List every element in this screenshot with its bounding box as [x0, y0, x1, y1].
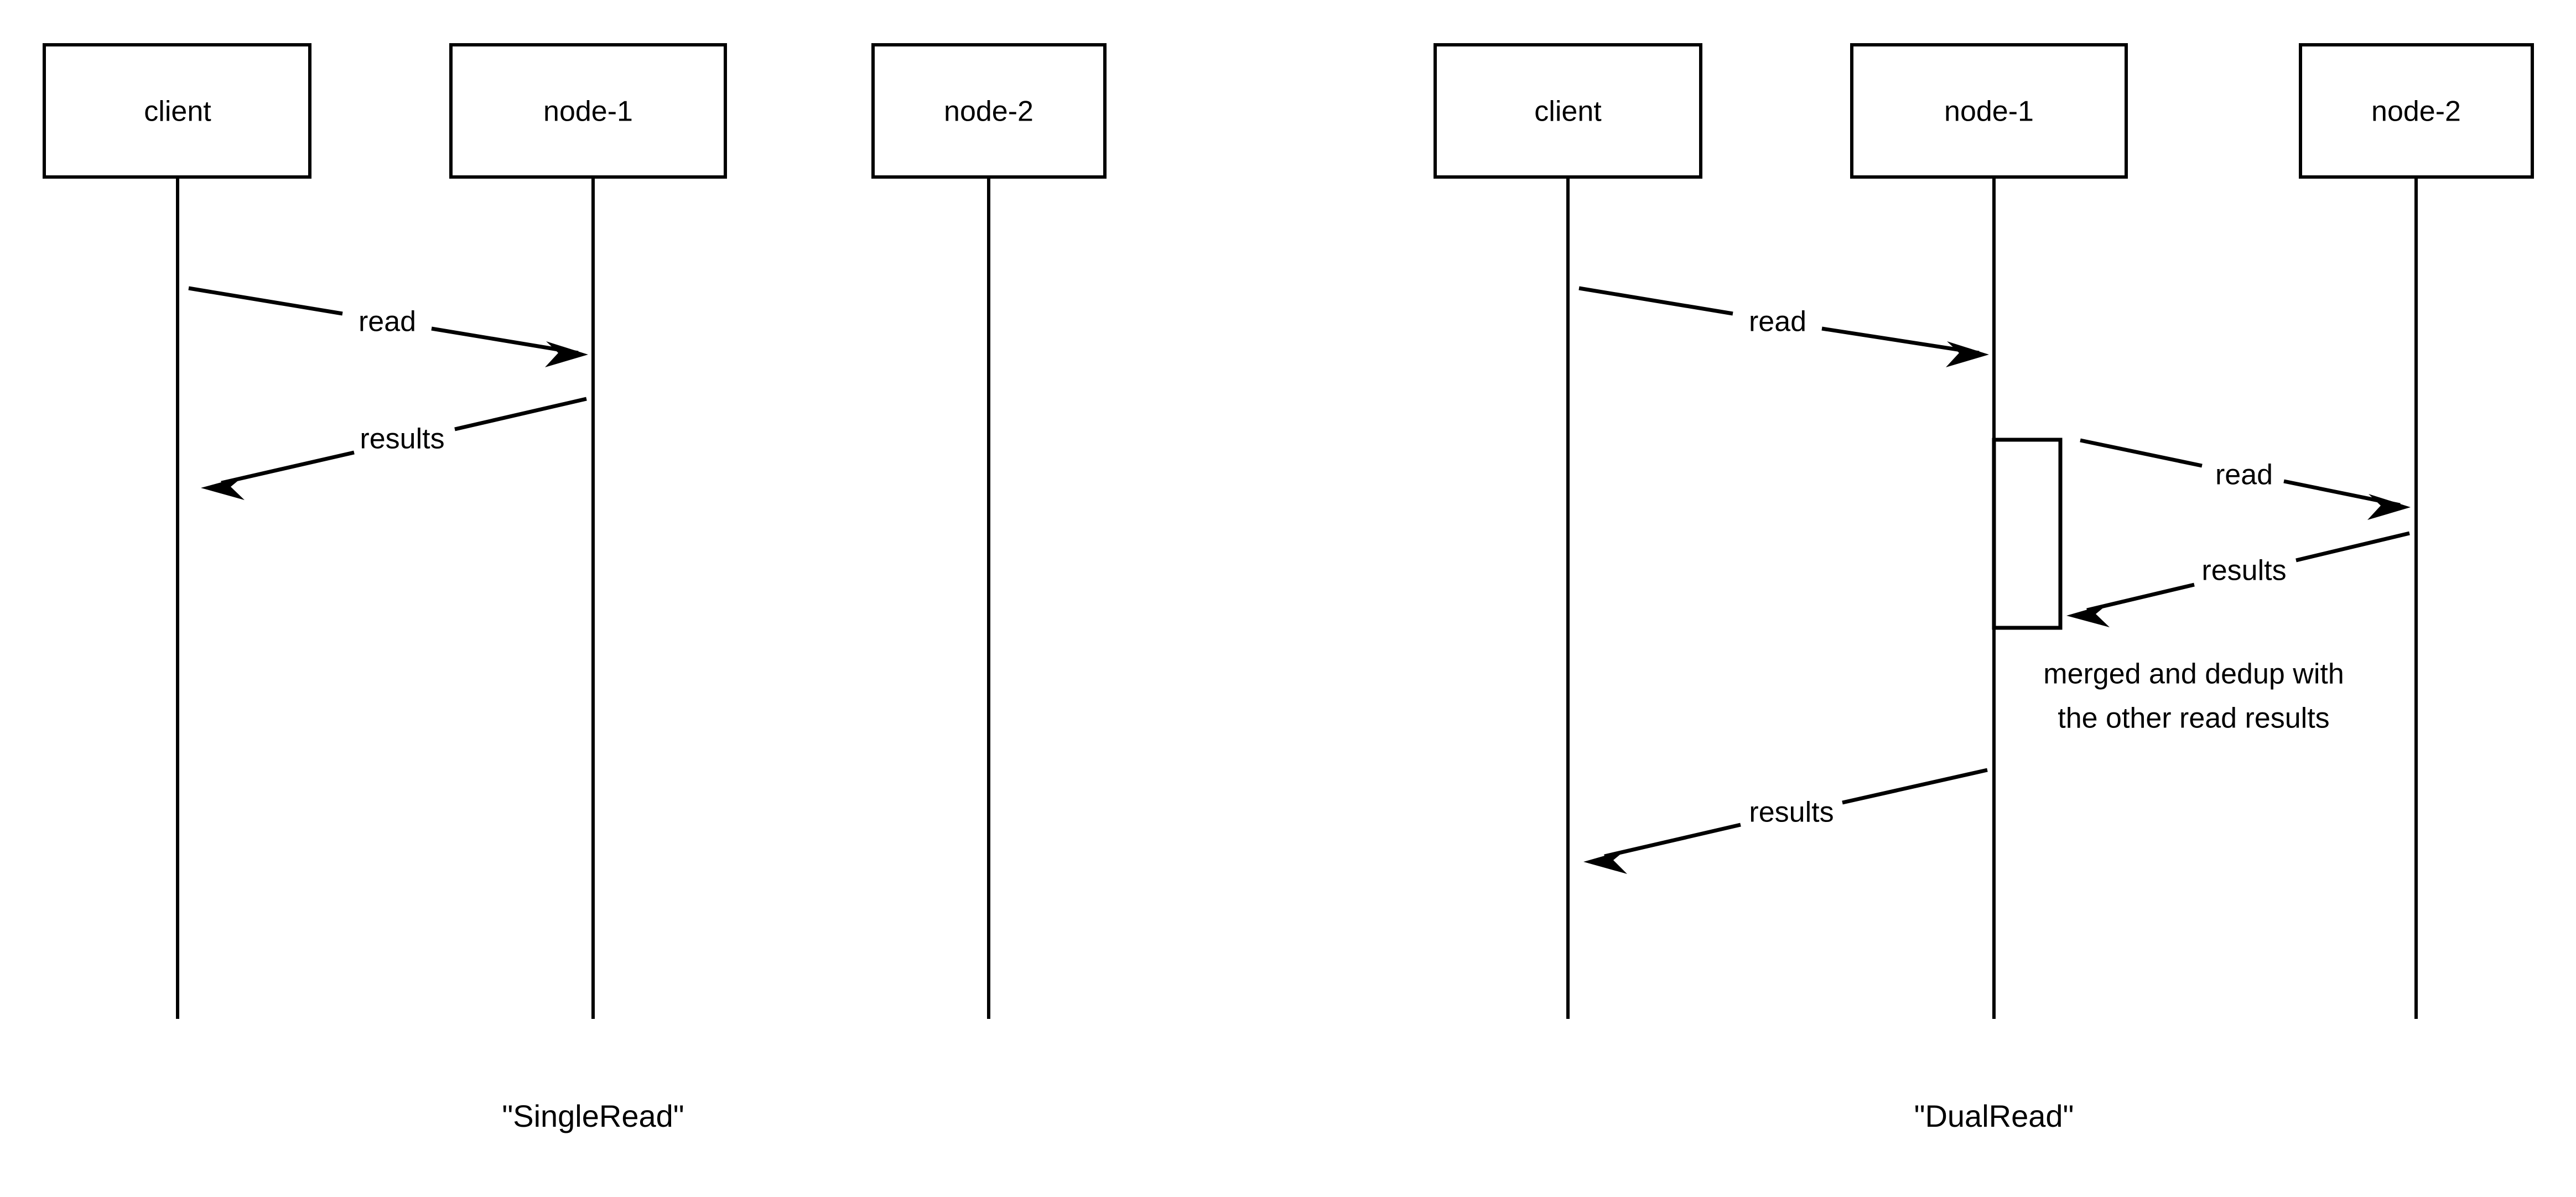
message-label-results: results — [2201, 555, 2286, 587]
diagram-caption-single-read: "SingleRead" — [502, 1099, 684, 1133]
participant-box-node-1[interactable]: node-1 — [1850, 43, 2128, 179]
message-arrowhead-right — [1946, 341, 1989, 367]
message-arrowhead-left — [1583, 850, 1627, 874]
participant-box-rect-client — [43, 43, 311, 179]
participant-box-client[interactable]: client — [43, 43, 311, 179]
lifeline-group-single-read — [176, 177, 990, 1019]
message-label-results: results — [1749, 797, 1834, 829]
participant-box-node-1[interactable]: node-1 — [449, 43, 727, 179]
participant-box-rect-node-1 — [449, 43, 727, 179]
message-results-node-1-to-client[interactable]: results — [201, 397, 587, 500]
participant-box-node-2[interactable]: node-2 — [2299, 43, 2534, 179]
message-line-right-segment — [454, 397, 587, 431]
participant-box-client[interactable]: client — [1434, 43, 1702, 179]
message-results-node-1-to-client[interactable]: results — [1583, 768, 1988, 874]
message-line-left-segment — [2080, 438, 2203, 468]
message-line-left-segment — [188, 286, 343, 316]
message-line-left-segment — [221, 450, 355, 485]
message-arrowhead-right — [545, 341, 588, 367]
message-results-node-2-to-node-1[interactable]: results — [2066, 531, 2410, 627]
participant-box-rect-node-2 — [2299, 43, 2534, 179]
participant-label-node-2: node-2 — [2371, 96, 2461, 128]
note-line-1: merged and dedup with — [2043, 658, 2344, 690]
note-merged-dedup: merged and dedup with the other read res… — [2043, 658, 2344, 735]
message-line-left-segment — [1578, 286, 1733, 316]
participant-box-rect-node-1 — [1850, 43, 2128, 179]
message-read-client-to-node-1[interactable]: read — [188, 286, 588, 367]
message-label-results: results — [360, 423, 444, 455]
message-line-right-segment — [1821, 326, 1980, 355]
message-label-read: read — [2215, 459, 2273, 491]
activation-bar-rect — [1992, 438, 2063, 630]
message-label-read: read — [359, 306, 416, 338]
note-line-2: the other read results — [2058, 702, 2329, 735]
message-arrowhead-left — [201, 476, 245, 500]
participant-box-rect-node-2 — [871, 43, 1107, 179]
message-line-left-segment — [1604, 823, 1741, 858]
message-line-right-segment — [1842, 768, 1988, 805]
participant-label-node-1: node-1 — [1944, 96, 2034, 128]
message-read-node-1-to-node-2[interactable]: read — [2080, 438, 2411, 520]
participant-label-client: client — [144, 96, 211, 128]
message-read-client-to-node-1[interactable]: read — [1578, 286, 1989, 367]
participant-box-rect-client — [1434, 43, 1702, 179]
diagram-caption-dual-read: "DualRead" — [1914, 1099, 2074, 1133]
participant-label-node-2: node-2 — [944, 96, 1033, 128]
participant-label-node-1: node-1 — [543, 96, 633, 128]
participant-label-client: client — [1534, 96, 1602, 128]
message-line-right-segment — [2295, 531, 2410, 563]
activation-bar-node-1[interactable] — [1992, 438, 2063, 630]
message-arrowhead-right — [2367, 494, 2411, 520]
message-line-right-segment — [431, 326, 579, 355]
message-label-read: read — [1749, 306, 1806, 338]
message-arrowhead-left — [2066, 603, 2110, 627]
participant-box-node-2[interactable]: node-2 — [871, 43, 1107, 179]
